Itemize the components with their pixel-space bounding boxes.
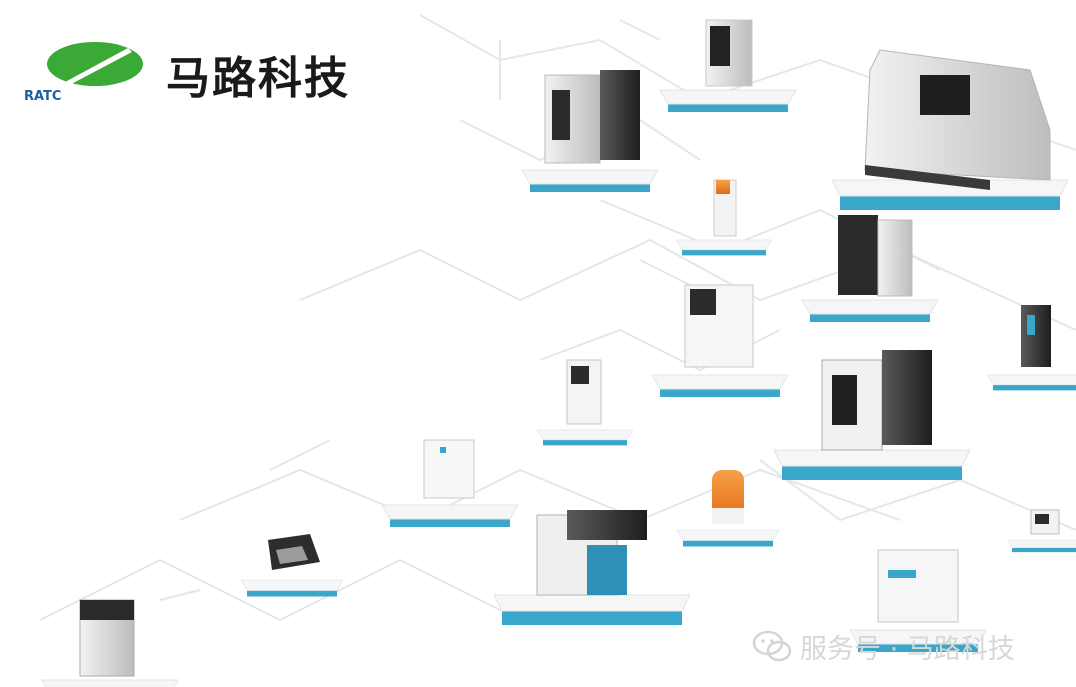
machine-dark-cabinet <box>801 215 939 323</box>
machine-central-cnc <box>493 510 691 625</box>
machine-bottom-left-tower <box>41 599 179 687</box>
wechat-icon <box>752 630 792 662</box>
machine-cnc-cube <box>521 70 659 193</box>
logo-text: RATC <box>24 89 61 104</box>
machine-orange-printer <box>676 470 780 547</box>
machine-grey-cnc <box>773 350 971 480</box>
brand-title: 马路科技 <box>166 53 350 104</box>
machine-white-box <box>849 549 987 653</box>
watermark-text: 服务号 · 马路科技 <box>800 633 1015 665</box>
circuit-lines <box>39 14 1076 622</box>
machine-small-printer <box>676 179 772 256</box>
machine-small-cabinet <box>659 19 797 113</box>
machine-laser-engraver <box>240 534 344 597</box>
brand: RATC 马路科技 <box>20 40 400 110</box>
ratc-logo: RATC <box>24 42 143 104</box>
machine-white-printer <box>651 284 789 398</box>
machine-large-printer <box>831 49 1069 210</box>
machine-slim-unit <box>537 359 633 446</box>
machine-small-right <box>1007 509 1076 553</box>
machine-white-cube <box>381 439 519 528</box>
machine-right-tower <box>987 305 1076 391</box>
watermark: 服务号 · 马路科技 <box>752 626 1052 666</box>
